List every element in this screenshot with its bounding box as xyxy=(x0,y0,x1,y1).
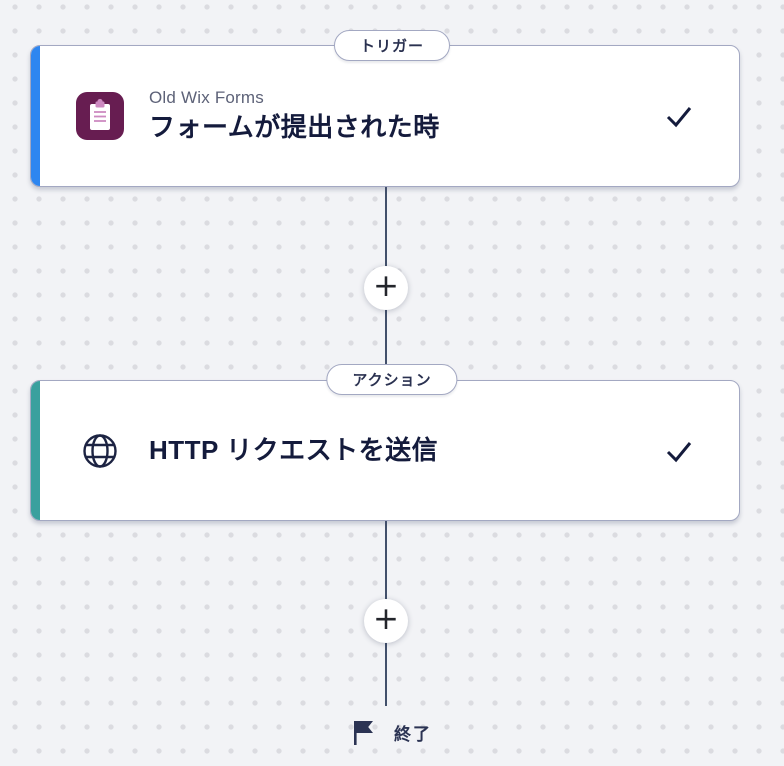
end-marker: 終了 xyxy=(0,718,784,746)
action-badge: アクション xyxy=(326,364,458,395)
action-accent-bar xyxy=(31,381,40,520)
flag-icon xyxy=(352,718,374,746)
plus-icon: + xyxy=(373,601,399,637)
action-title: HTTP リクエストを送信 xyxy=(149,435,439,466)
checkmark-icon xyxy=(665,439,693,463)
checkmark-icon xyxy=(665,104,693,128)
trigger-badge: トリガー xyxy=(333,30,451,61)
end-label: 終了 xyxy=(394,724,432,744)
trigger-card[interactable]: Old Wix Forms フォームが提出された時 xyxy=(30,45,740,187)
clipboard-icon xyxy=(76,92,124,140)
globe-icon xyxy=(76,427,124,475)
trigger-accent-bar xyxy=(31,46,40,186)
add-step-button-2[interactable]: + xyxy=(364,599,408,643)
trigger-app-name: Old Wix Forms xyxy=(149,88,264,108)
trigger-title: フォームが提出された時 xyxy=(149,112,440,143)
plus-icon: + xyxy=(373,268,399,304)
add-step-button-1[interactable]: + xyxy=(364,266,408,310)
action-card[interactable]: HTTP リクエストを送信 xyxy=(30,380,740,521)
